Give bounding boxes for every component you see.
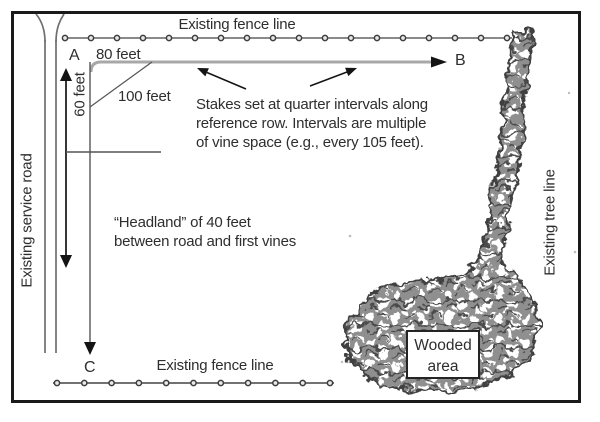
double-headed-arrow: [60, 68, 72, 268]
fence-post-dots-bottom: [53, 379, 334, 387]
fence-post-dot: [162, 379, 170, 387]
stakes-note-line2: reference row. Intervals are multiple: [196, 115, 427, 132]
fence-post-dot: [139, 34, 147, 42]
reference-row-arrow: [89, 56, 447, 73]
fence-post-dot: [53, 379, 61, 387]
fence-post-dot: [503, 34, 511, 42]
fence-post-dot: [113, 34, 121, 42]
up-left-arrow-icon: [197, 68, 209, 77]
fence-post-dot: [347, 34, 355, 42]
fence-post-dot: [425, 34, 433, 42]
up-right-arrow-icon: [345, 67, 357, 77]
dim-80-feet-label: 80 feet: [96, 46, 141, 63]
headland-note-line1: “Headland” of 40 feet: [114, 214, 251, 231]
wooded-area-line1: Wooded: [414, 337, 472, 354]
fence-post-dot: [243, 34, 251, 42]
up-arrow-icon: [60, 68, 72, 81]
fence-post-dot: [451, 34, 459, 42]
fence-post-dot: [190, 379, 197, 387]
stakes-pointer-arrows: [197, 67, 357, 90]
dim-60-feet-label: 60 feet: [71, 72, 89, 117]
stake-b-label: B: [455, 52, 466, 69]
stakes-note: Stakes set at quarter intervals along re…: [196, 95, 428, 152]
tree-line-art: [343, 28, 542, 394]
fence-post-dot: [321, 34, 329, 42]
stake-c-label: C: [84, 359, 96, 376]
ac-line: [84, 62, 96, 355]
fence-post-dot: [272, 379, 279, 387]
right-arrow-icon: [431, 56, 447, 68]
fence-post-dot: [299, 379, 307, 387]
stake-a-label: A: [69, 47, 80, 64]
dim-100-feet-label: 100 feet: [118, 88, 171, 105]
fence-post-dot: [87, 34, 95, 42]
fence-post-dot: [373, 34, 381, 42]
fence-post-dot: [295, 34, 303, 42]
top-fence-label: Existing fence line: [178, 16, 296, 33]
headland-note-line2: between road and first vines: [114, 233, 297, 250]
fence-post-dot: [191, 34, 199, 42]
scan-speckles: [340, 91, 577, 364]
fence-post-dot: [108, 379, 115, 387]
service-road-label: Existing service road: [18, 153, 36, 288]
bottom-fence-line: [53, 379, 334, 387]
stakes-note-line1: Stakes set at quarter intervals along: [196, 96, 428, 113]
fence-post-dots-top: [61, 34, 511, 42]
fence-post-dot: [399, 34, 407, 42]
down-arrow-icon: [60, 255, 72, 268]
fence-post-dot: [165, 34, 173, 42]
wooded-area-line2: area: [427, 358, 459, 375]
wooded-blob: [343, 28, 542, 394]
triangle-hypotenuse: [89, 61, 153, 108]
fence-post-dot: [80, 379, 88, 387]
fence-post-dot: [135, 379, 143, 387]
bottom-fence-label: Existing fence line: [156, 357, 274, 374]
headland-note: “Headland” of 40 feet between road and f…: [114, 213, 296, 251]
wooded-area-label-box: Wooded area: [406, 330, 480, 379]
fence-post-dot: [244, 379, 252, 387]
fence-post-dot: [217, 379, 225, 387]
fence-post-dot: [61, 34, 69, 42]
fence-post-dot: [217, 34, 225, 42]
top-fence-line: [61, 34, 512, 42]
fence-post-dot: [326, 379, 334, 387]
down-arrow-icon: [84, 342, 96, 355]
tree-line-label: Existing tree line: [541, 169, 559, 276]
fence-post-dot: [269, 34, 277, 42]
service-road-lines: [35, 13, 65, 353]
stakes-note-line3: of vine space (e.g., every 105 feet).: [196, 134, 424, 151]
fence-post-dot: [477, 34, 485, 42]
